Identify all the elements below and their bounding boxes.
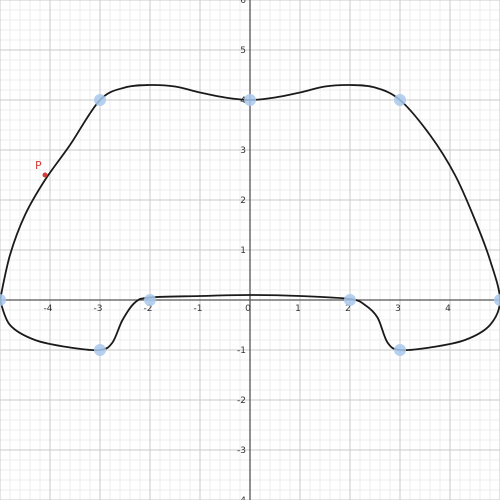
control-point[interactable] xyxy=(244,94,256,106)
x-tick-label: -1 xyxy=(194,304,203,314)
control-points-layer[interactable] xyxy=(0,94,500,356)
y-tick-label: 4 xyxy=(240,96,246,106)
point-p-label: P xyxy=(35,159,42,172)
y-tick-label: 6 xyxy=(240,0,246,6)
x-tick-label: 2 xyxy=(345,304,351,314)
point-p-marker[interactable] xyxy=(42,172,48,178)
curve-line xyxy=(0,84,500,352)
x-tick-label: -4 xyxy=(44,304,53,314)
x-tick-label: 1 xyxy=(295,304,301,314)
control-point[interactable] xyxy=(144,294,156,306)
x-tick-label: 3 xyxy=(395,304,401,314)
x-tick-label: -3 xyxy=(94,304,103,314)
x-tick-label: 0 xyxy=(245,304,251,314)
curve-layer xyxy=(0,84,500,352)
y-tick-label: 3 xyxy=(240,146,246,156)
y-tick-label: -3 xyxy=(237,446,246,456)
y-tick-label: 2 xyxy=(240,196,246,206)
y-tick-label: -1 xyxy=(237,346,246,356)
tick-labels: -4 -3 -2 -1 0 1 2 3 4 -4 -3 -2 -1 1 2 3 4 5 6 xyxy=(44,0,452,500)
x-tick-label: 4 xyxy=(445,304,451,314)
labeled-point-layer[interactable]: P xyxy=(35,159,48,178)
y-tick-label: 1 xyxy=(240,246,246,256)
control-point[interactable] xyxy=(394,94,406,106)
control-point[interactable] xyxy=(0,294,6,306)
control-point[interactable] xyxy=(494,294,500,306)
control-point[interactable] xyxy=(344,294,356,306)
y-tick-label: -2 xyxy=(237,396,246,406)
control-point[interactable] xyxy=(94,94,106,106)
control-point[interactable] xyxy=(94,344,106,356)
control-point[interactable] xyxy=(394,344,406,356)
x-tick-label: -2 xyxy=(144,304,153,314)
y-tick-label: 5 xyxy=(240,46,246,56)
y-tick-label: -4 xyxy=(237,496,246,500)
